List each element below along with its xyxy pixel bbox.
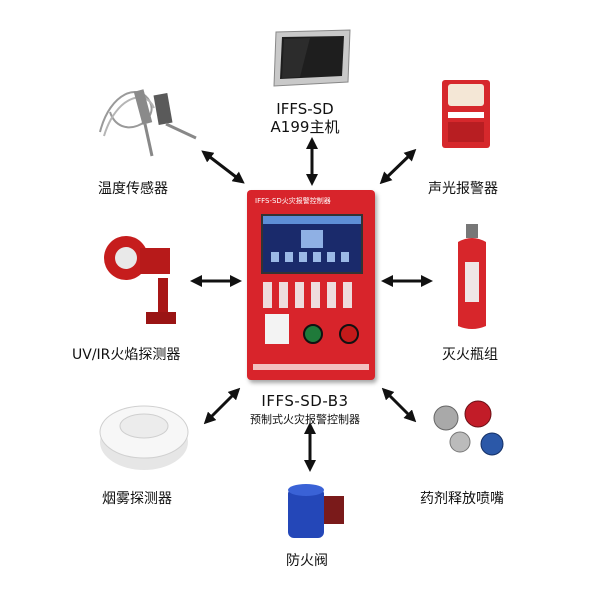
sound-light-alarm-image xyxy=(442,80,490,148)
host-label: IFFS-SD A199主机 xyxy=(250,100,360,136)
arrow-sound-light-alarm xyxy=(379,148,417,185)
controller-screen xyxy=(261,214,363,274)
arrow-smoke-detector xyxy=(203,387,241,425)
temperature-sensor-image xyxy=(99,89,197,157)
controller-panel-title: IFFS-SD火灾报警控制器 xyxy=(255,197,331,205)
controller-green-button xyxy=(303,324,323,344)
temperature-sensor-label: 温度传感器 xyxy=(98,181,168,197)
host-label-line1: IFFS-SD xyxy=(276,100,334,118)
extinguisher-bottle-label: 灭火瓶组 xyxy=(442,347,498,363)
agent-nozzle-image xyxy=(433,400,504,456)
smoke-detector-image xyxy=(99,405,189,470)
sound-light-alarm-label: 声光报警器 xyxy=(428,181,498,197)
flame-detector-image xyxy=(104,236,176,324)
smoke-detector-label: 烟雾探测器 xyxy=(102,491,172,507)
fire-valve-image xyxy=(288,484,344,538)
controller-model-label: IFFS-SD-B3 xyxy=(261,392,349,410)
agent-nozzle-label: 药剂释放喷嘴 xyxy=(420,491,504,507)
arrow-nozzle xyxy=(381,387,417,423)
host-label-line2: A199主机 xyxy=(270,118,340,136)
controller-keypad xyxy=(265,314,289,344)
controller-footer-strip xyxy=(253,364,369,370)
host-monitor-image xyxy=(273,29,351,87)
fire-valve-label: 防火阀 xyxy=(286,553,328,569)
controller-button-row xyxy=(263,282,355,308)
extinguisher-bottle-image xyxy=(458,224,486,329)
controller-panel-image: IFFS-SD火灾报警控制器 xyxy=(247,190,375,380)
controller-label: IFFS-SD-B3 预制式火灾报警控制器 xyxy=(235,392,375,427)
arrow-temperature-sensor xyxy=(201,150,245,184)
controller-name-label: 预制式火灾报警控制器 xyxy=(250,413,360,426)
flame-detector-label: UV/IR火焰探测器 xyxy=(72,347,181,363)
controller-red-button xyxy=(339,324,359,344)
